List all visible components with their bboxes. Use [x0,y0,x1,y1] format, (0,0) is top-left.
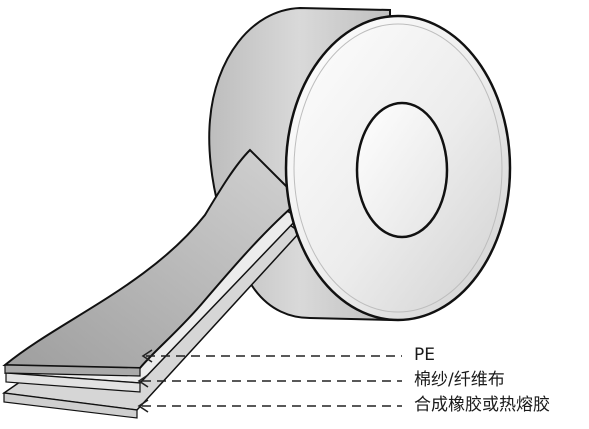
arrow-pe [141,349,402,363]
label-pe: PE [414,345,435,365]
arrow-adhesive [137,399,402,413]
arrow-fabric [137,374,402,388]
strip-layer-top [2,148,302,377]
label-adhesive: 合成橡胶或热熔胶 [414,395,550,415]
label-fabric: 棉纱/纤维布 [414,370,505,390]
roll-face [284,14,512,322]
roll-core-hole [355,101,449,239]
